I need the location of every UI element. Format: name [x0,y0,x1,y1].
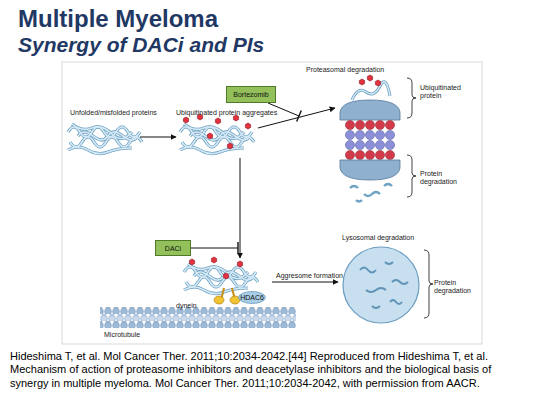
drug-box: DACi [155,240,191,256]
part-label: dynein [176,302,216,310]
ubiquitin [207,133,212,139]
ubiquitin [223,273,228,279]
aggregate-tangle [180,124,254,154]
microtubule-row [100,314,296,321]
ubiquitin [211,257,216,263]
fragment [366,288,386,292]
substrate-strand [352,82,390,100]
fragment [390,300,402,304]
bracket-label: Protein degradation [434,279,480,295]
bracket [407,155,416,197]
ellipse-shape [239,292,266,304]
stage-label: Unfolded/misfolded proteins [70,109,180,117]
strand [352,82,390,100]
process-arrow [240,158,241,258]
ubiquitin [375,80,380,86]
lysosome-body [343,247,419,323]
stage-label: Proteasomal degradation [306,66,406,74]
slide-subtitle: Synergy of DACi and PIs [18,33,518,56]
ubiquitin [367,75,372,81]
tangle-fill [68,124,142,154]
node-text: Bortezomib [233,91,268,98]
microtubule-row [100,321,296,328]
ubiquitin [359,79,364,85]
tangle-fill [184,264,258,294]
lysosome [343,247,419,323]
proteasome-cap [340,100,400,120]
drug-box: Bortezomib [226,86,276,103]
fragment [356,200,362,202]
strand [352,82,390,100]
node-text: DACi [165,245,181,252]
dynein-head [214,296,224,304]
peptide-fragments [360,262,408,308]
stage-label: Lysosomal degradation [342,234,452,242]
unfolded-protein-tangle [68,124,142,154]
proteasome [340,75,400,202]
tangle-fill [180,124,254,154]
microtubule-row [100,307,296,314]
bracket-label: Protein degradation [420,170,466,186]
part-label: Microtubule [104,331,174,339]
alpha-ring [345,150,395,160]
arrow-label: Aggresome formation [276,272,346,280]
tangle-outline [68,124,142,154]
slide-title: Multiple Myeloma [18,6,518,32]
ubiquitin [245,123,250,129]
inhibition-line [191,248,238,249]
tangle-outline [184,264,258,294]
ubiquitin [215,118,220,124]
bracket [407,78,416,118]
figure-caption: Hideshima T, et al. Mol Cancer Ther. 201… [10,350,532,390]
fragment [360,268,376,273]
figure-frame [62,62,482,344]
alpha-ring [345,120,395,130]
fragment [384,184,392,186]
fragment [372,306,380,308]
ubiquitin [183,117,188,123]
tangle-outline [180,124,254,154]
enzyme-ellipse: HDAC6 [238,291,266,304]
beta-ring [345,140,395,150]
ubiquitin [237,261,242,267]
process-arrow [140,137,176,138]
fragment [364,192,380,196]
ubiquitin [189,259,194,265]
inhibition-bar [297,111,302,122]
inhibition-bar [237,242,238,254]
fragment [392,280,408,284]
proteasome-cap [340,160,400,180]
aggregate-tangle [184,264,258,294]
dynein-motor [214,288,240,304]
bracket [424,250,433,318]
beta-ring [345,130,395,140]
node-text: HDAC6 [240,294,264,301]
stage-label: Ubiquitinated protein aggregates [176,109,306,117]
peptide-fragments [350,184,392,202]
fragment [385,262,393,264]
process-arrow [272,282,338,283]
ubiquitin [227,143,232,149]
fragment [350,186,358,188]
ubiquitin-tags [183,114,250,149]
bracket-label: Ubiquitinated protein [420,84,466,100]
